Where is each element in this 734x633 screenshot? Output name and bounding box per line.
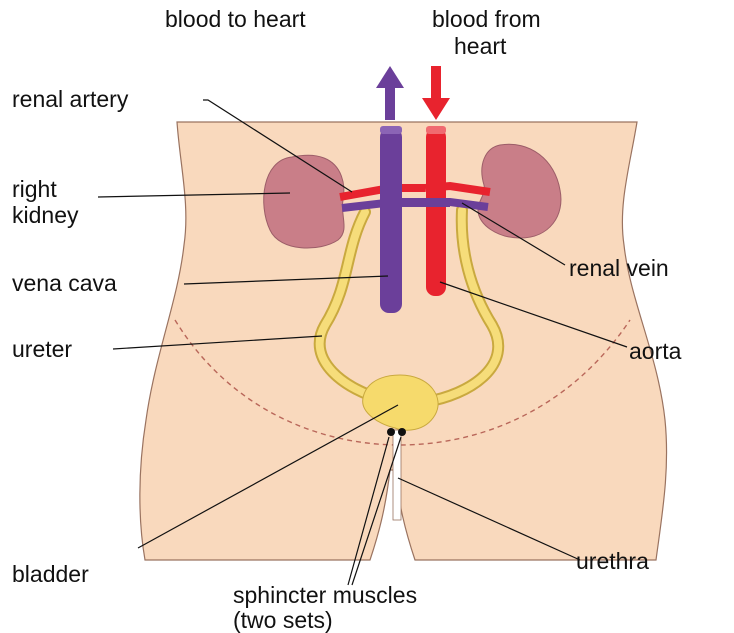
label-ureter: ureter bbox=[12, 336, 72, 362]
label-aorta: aorta bbox=[629, 338, 681, 364]
right-kidney bbox=[264, 155, 344, 248]
label-blood-to-heart: blood to heart bbox=[165, 6, 306, 32]
aorta-cap bbox=[426, 126, 446, 134]
label-renal-artery: renal artery bbox=[12, 86, 128, 112]
vena-cava bbox=[380, 128, 402, 313]
vena-cava-cap bbox=[380, 126, 402, 134]
renal-vein-right bbox=[342, 203, 385, 208]
label-renal-vein: renal vein bbox=[569, 255, 669, 281]
label-right-kidney-line1: right bbox=[12, 176, 57, 202]
sphincter-dot-1 bbox=[387, 428, 395, 436]
label-blood-from-heart-line2: heart bbox=[454, 33, 506, 59]
urethra-tube bbox=[393, 430, 401, 520]
blood-from-heart-arrowhead bbox=[422, 98, 450, 120]
sphincter-dot-2 bbox=[398, 428, 406, 436]
label-right-kidney-line2: kidney bbox=[12, 202, 78, 228]
label-urethra: urethra bbox=[576, 548, 649, 574]
renal-vein-crossing bbox=[402, 198, 450, 207]
label-sphincter-line2: (two sets) bbox=[233, 607, 333, 633]
aorta-vessel bbox=[426, 128, 446, 296]
label-sphincter-line1: sphincter muscles bbox=[233, 582, 417, 608]
blood-to-heart-arrowhead bbox=[376, 66, 404, 88]
label-vena-cava: vena cava bbox=[12, 270, 117, 296]
label-bladder: bladder bbox=[12, 561, 89, 587]
label-blood-from-heart-line1: blood from bbox=[432, 6, 541, 32]
